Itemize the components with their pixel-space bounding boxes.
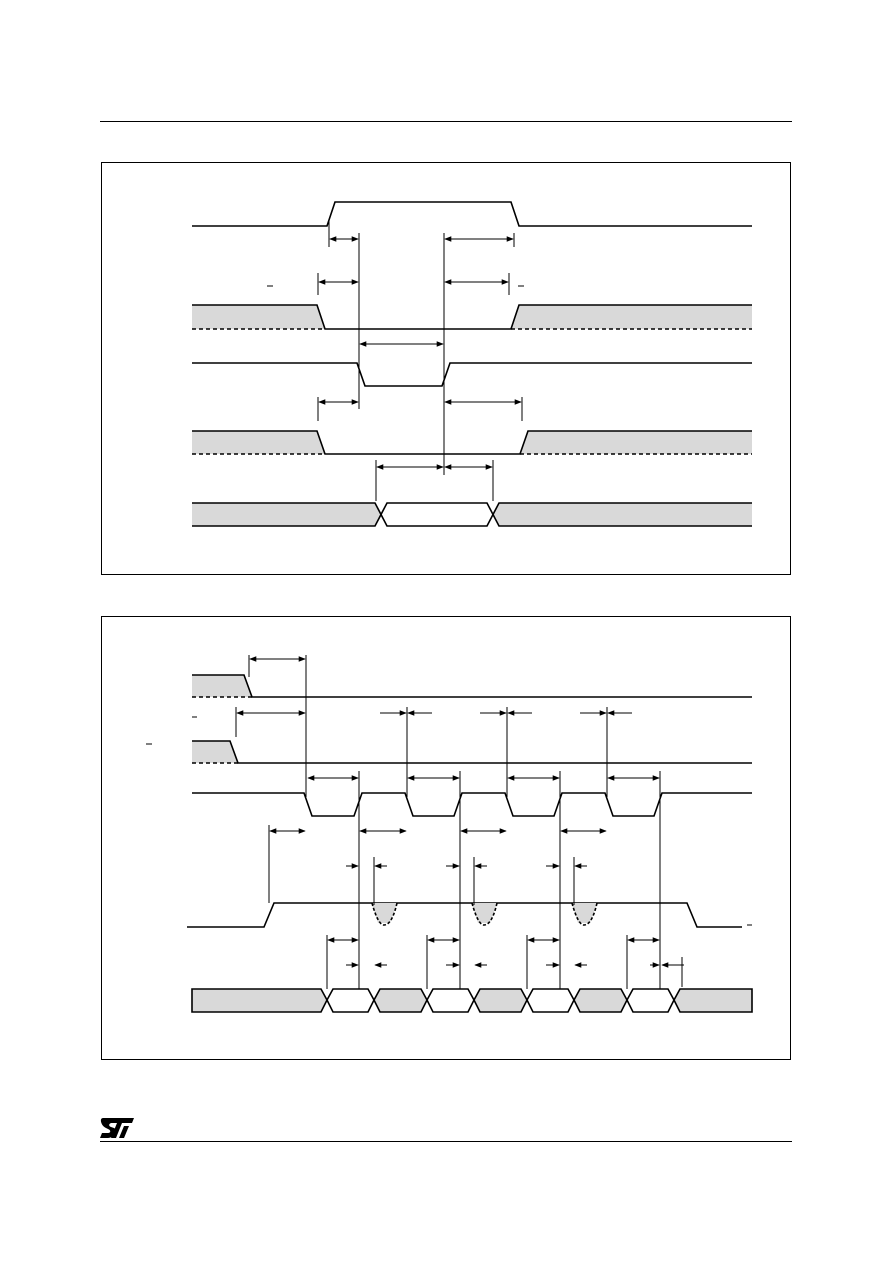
signal-pulse-low-waveform xyxy=(192,362,752,387)
signal-ctrl-b-waveform xyxy=(192,430,752,455)
timing-diagram-2-canvas xyxy=(146,655,753,1013)
st-logo-icon: ST xyxy=(100,1118,134,1138)
signal-clock-waveform xyxy=(192,792,752,817)
timing-arrows xyxy=(318,236,522,470)
signal-ready-waveform xyxy=(187,902,752,928)
signal-ctrl-a-waveform xyxy=(192,304,752,330)
footer-rule xyxy=(100,1141,792,1142)
timing-diagram-1 xyxy=(101,162,791,575)
signal-strobe-waveform xyxy=(192,201,752,227)
timing-reference-lines xyxy=(235,655,683,989)
signal-ctrl-1-waveform xyxy=(192,674,752,698)
timing-diagram-1-canvas xyxy=(192,201,752,527)
header-rule xyxy=(100,121,792,122)
timing-diagram-2 xyxy=(101,616,791,1060)
timing-arrows xyxy=(236,656,660,943)
timing-reference-lines xyxy=(317,219,523,501)
signal-data-waveform xyxy=(192,502,752,527)
signal-ctrl-2-waveform xyxy=(192,740,752,764)
signal-data-waveform xyxy=(191,988,753,1013)
